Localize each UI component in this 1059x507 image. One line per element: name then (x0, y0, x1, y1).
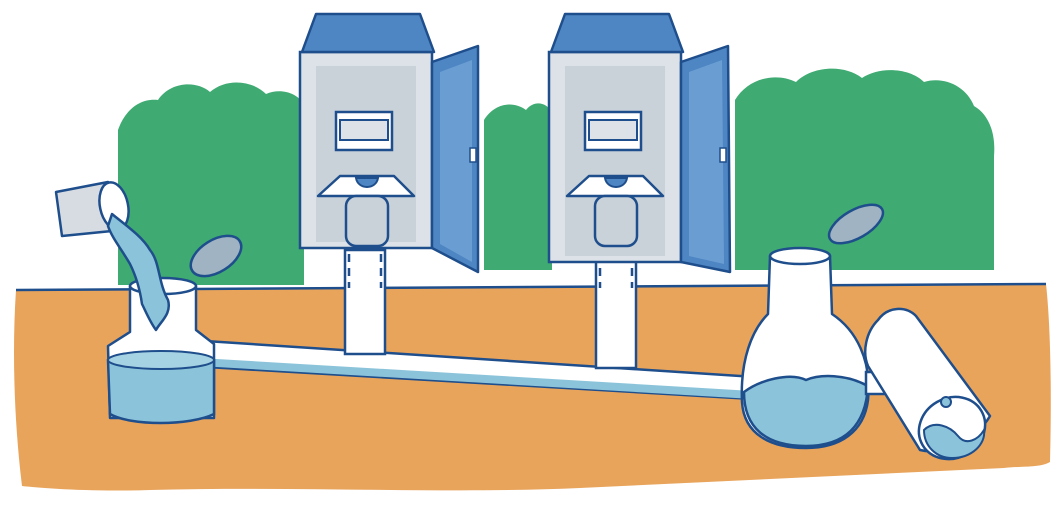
toilet-booth-left (298, 12, 480, 274)
outlet-drain-pipe (864, 307, 992, 461)
bush-right (735, 68, 995, 270)
tank-right-lid (827, 203, 885, 245)
booth-right-base (593, 194, 639, 248)
bush-middle (484, 103, 552, 270)
drop-pipe-right (594, 248, 638, 370)
outlet-pipe-water (922, 423, 986, 460)
booth-left-door-panel (440, 60, 472, 262)
drop-pipe-left (343, 248, 387, 356)
booth-left-door-handle (469, 147, 477, 163)
tank-right-rim (768, 246, 832, 266)
drain-pipe-water (200, 358, 770, 400)
pouring-water (106, 212, 171, 332)
booth-right-roof (549, 12, 685, 54)
settling-tank-right (740, 203, 898, 450)
booth-left-base (344, 194, 390, 248)
underground-drain-line (188, 248, 772, 402)
inlet-pipe (54, 180, 171, 332)
background-bushes (118, 68, 995, 285)
bush-left (118, 82, 304, 285)
outlet-pipe-bubble (940, 396, 952, 408)
booth-left-tank-lid (339, 119, 389, 141)
booth-right-tank-lid (588, 119, 638, 141)
chamber-left-water-surface (107, 350, 215, 370)
chamber-left-lid (189, 234, 243, 278)
toilet-booth-right (547, 12, 732, 274)
booth-right-door-panel (689, 60, 724, 264)
booth-right-door-handle (719, 147, 727, 163)
booth-left-bowl (354, 177, 380, 188)
booth-left-roof (300, 12, 436, 54)
booth-right-bowl (603, 177, 629, 188)
